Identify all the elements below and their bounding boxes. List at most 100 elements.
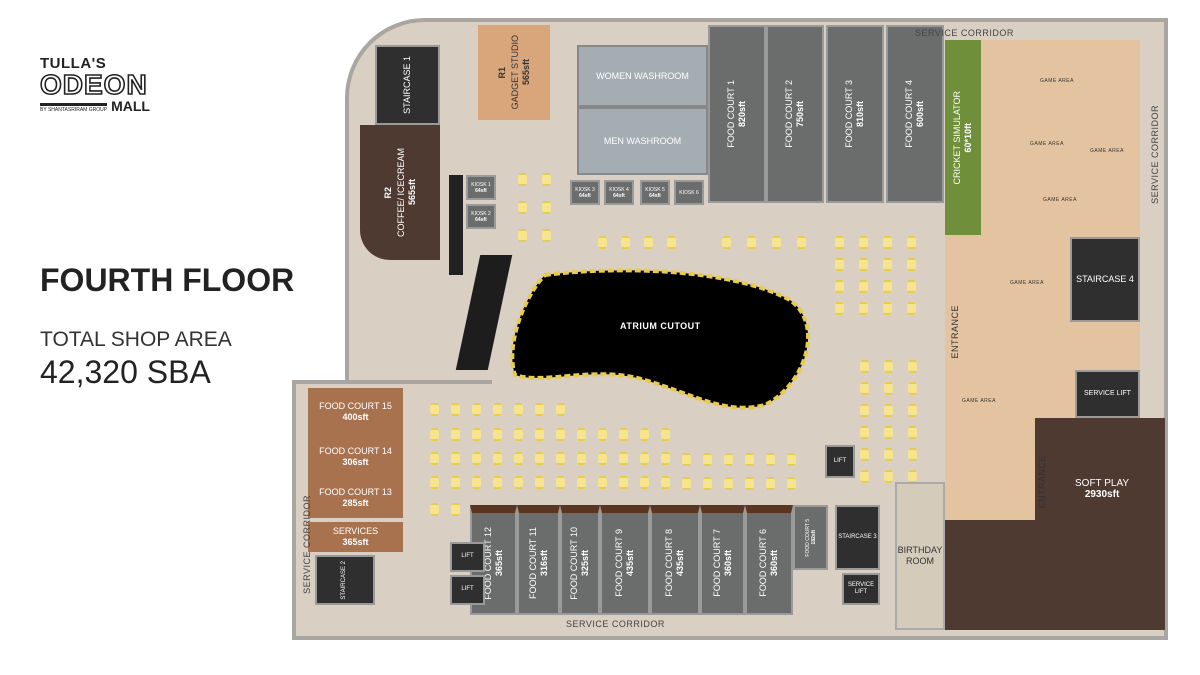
dining-table [884,406,893,415]
dining-table [860,428,869,437]
lift-label: LIFT [461,553,474,560]
fc5-name: FOOD COURT 5 [804,518,811,557]
cricket-size: 60*10ft [963,122,973,153]
lift-label: LIFT [461,586,474,593]
fc5-size: 182sft [810,530,817,545]
birthday-room[interactable]: BIRTHDAY ROOM [895,482,945,630]
dining-table [640,430,649,439]
dining-table [493,454,502,463]
logo-name: ODEON [39,69,148,100]
dining-table [883,260,892,269]
dining-table [451,454,460,463]
dining-table [619,430,628,439]
dining-table [472,478,481,487]
food-court-size: 325sft [580,549,590,576]
men-washroom-label: MEN WASHROOM [603,135,682,146]
food-court-name: FOOD COURT 10 [569,526,580,600]
lift: LIFT [450,575,485,605]
dining-table [908,450,917,459]
dining-table [884,384,893,393]
dining-table [430,405,439,414]
r1-size: 565sft [520,59,531,86]
dining-table [724,479,733,488]
dining-table [908,472,917,481]
dining-table [556,405,565,414]
dining-table [640,454,649,463]
dining-table [472,454,481,463]
dining-table [797,238,806,247]
dining-table [908,406,917,415]
entrance-label-2: ENTRANCE [1037,455,1047,509]
kiosk-size: 64sft [613,192,625,199]
food-court-size: 435sft [675,549,685,576]
dining-table [451,430,460,439]
food-court-size: 365sft [493,549,504,576]
game-area-label: GAME AREA [1043,197,1077,203]
dining-table [883,238,892,247]
dining-table [787,479,796,488]
service-lift-label: SERVICE LIFT [1084,389,1131,397]
dining-table [661,454,670,463]
soft-play[interactable] [945,520,1165,630]
dining-table [514,430,523,439]
dining-table [619,454,628,463]
dining-table [577,454,586,463]
staircase-4: STAIRCASE 4 [1070,237,1140,322]
food-court-name: FOOD COURT 2 [784,80,795,148]
service-corridor-left: SERVICE CORRIDOR [302,495,312,594]
dining-table [787,455,796,464]
dining-table [860,384,869,393]
soft-play-size: 2930sft [1084,489,1120,500]
dining-table [835,282,844,291]
food-court-name: FOOD COURT 1 [726,80,737,148]
dining-table [745,479,754,488]
game-area-label: GAME AREA [1040,78,1074,84]
food-court-name: FOOD COURT 7 [711,529,722,597]
dining-table [577,430,586,439]
dining-table [518,175,527,184]
staircase-3-label: STAIRCASE 3 [838,533,877,540]
food-court-name: FOOD COURT 11 [527,526,538,599]
dining-table [542,203,551,212]
dining-table [661,430,670,439]
dining-table [514,405,523,414]
dining-table [451,505,460,514]
staircase-1: STAIRCASE 1 [375,45,440,125]
dining-table [859,282,868,291]
food-court-name: FOOD COURT 6 [758,529,769,597]
kiosk-name: KIOSK 2 [471,210,491,217]
kiosk-6[interactable]: KIOSK 6 [674,180,704,205]
dining-table [430,505,439,514]
food-court-size: 750sft [795,100,805,127]
staircase-1-label: STAIRCASE 1 [402,56,413,114]
soft-play-name: SOFT PLAY [1075,478,1130,489]
dining-table [682,479,691,488]
kiosk-name: KIOSK 6 [679,189,699,196]
kiosk-name: KIOSK 1 [471,181,491,188]
food-court-size: 810sft [855,100,865,127]
